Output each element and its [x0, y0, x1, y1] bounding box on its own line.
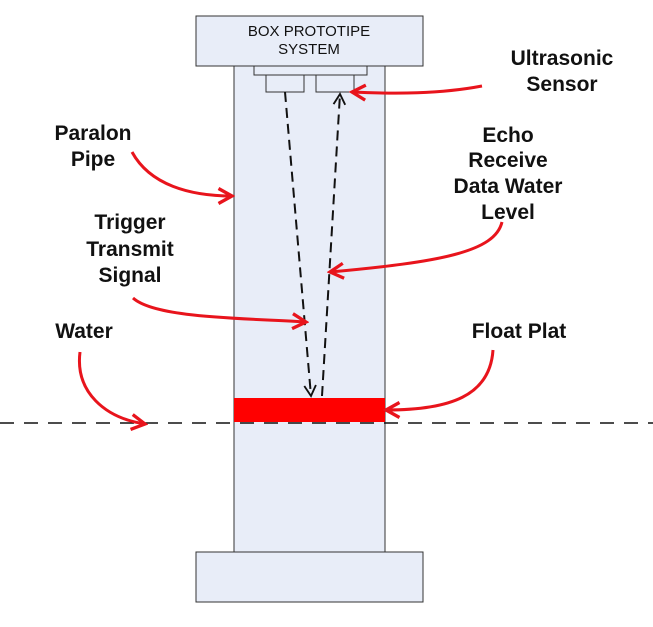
label-paralon-line1: Paralon [54, 122, 131, 145]
sensor-receiver [315, 74, 355, 93]
float-arrow [386, 349, 495, 410]
water-arrow [77, 351, 145, 424]
echo-signal-line [321, 92, 347, 397]
echo-arrow [330, 221, 504, 272]
label-ultrasonic-line2: Sensor [526, 73, 597, 96]
label-ultrasonic-sensor: Ultrasonic Sensor [511, 47, 614, 96]
label-echo-line4: Level [481, 201, 535, 224]
label-trigger-line2: Transmit [86, 238, 174, 261]
float-plate [234, 398, 385, 422]
label-trigger-transmit: Trigger Transmit Signal [86, 211, 174, 287]
label-paralon-pipe: Paralon Pipe [54, 122, 131, 171]
label-echo-line2: Receive [468, 149, 547, 172]
sensor-mount [253, 65, 368, 76]
sensor-transmitter [265, 74, 305, 93]
paralon-arrow [130, 151, 232, 196]
box-title-line1: BOX PROTOTIPE [248, 23, 370, 40]
paralon-pipe [233, 65, 386, 553]
trigger-signal-line [284, 91, 317, 398]
label-trigger-line3: Signal [98, 264, 161, 287]
label-ultrasonic-line1: Ultrasonic [511, 47, 614, 70]
label-echo-receive: Echo Receive Data Water Level [454, 124, 563, 224]
label-paralon-line2: Pipe [71, 148, 115, 171]
ultrasonic-arrow [352, 86, 483, 93]
label-echo-line3: Data Water [454, 175, 563, 198]
label-echo-line1: Echo [482, 124, 533, 147]
label-water: Water [55, 320, 113, 343]
trigger-arrow [131, 296, 306, 322]
pipe-base [195, 551, 424, 603]
label-float-plat: Float Plat [472, 320, 567, 343]
box-prototipe-system [195, 15, 424, 67]
label-trigger-line1: Trigger [94, 211, 165, 234]
box-title-line2: SYSTEM [278, 41, 340, 58]
